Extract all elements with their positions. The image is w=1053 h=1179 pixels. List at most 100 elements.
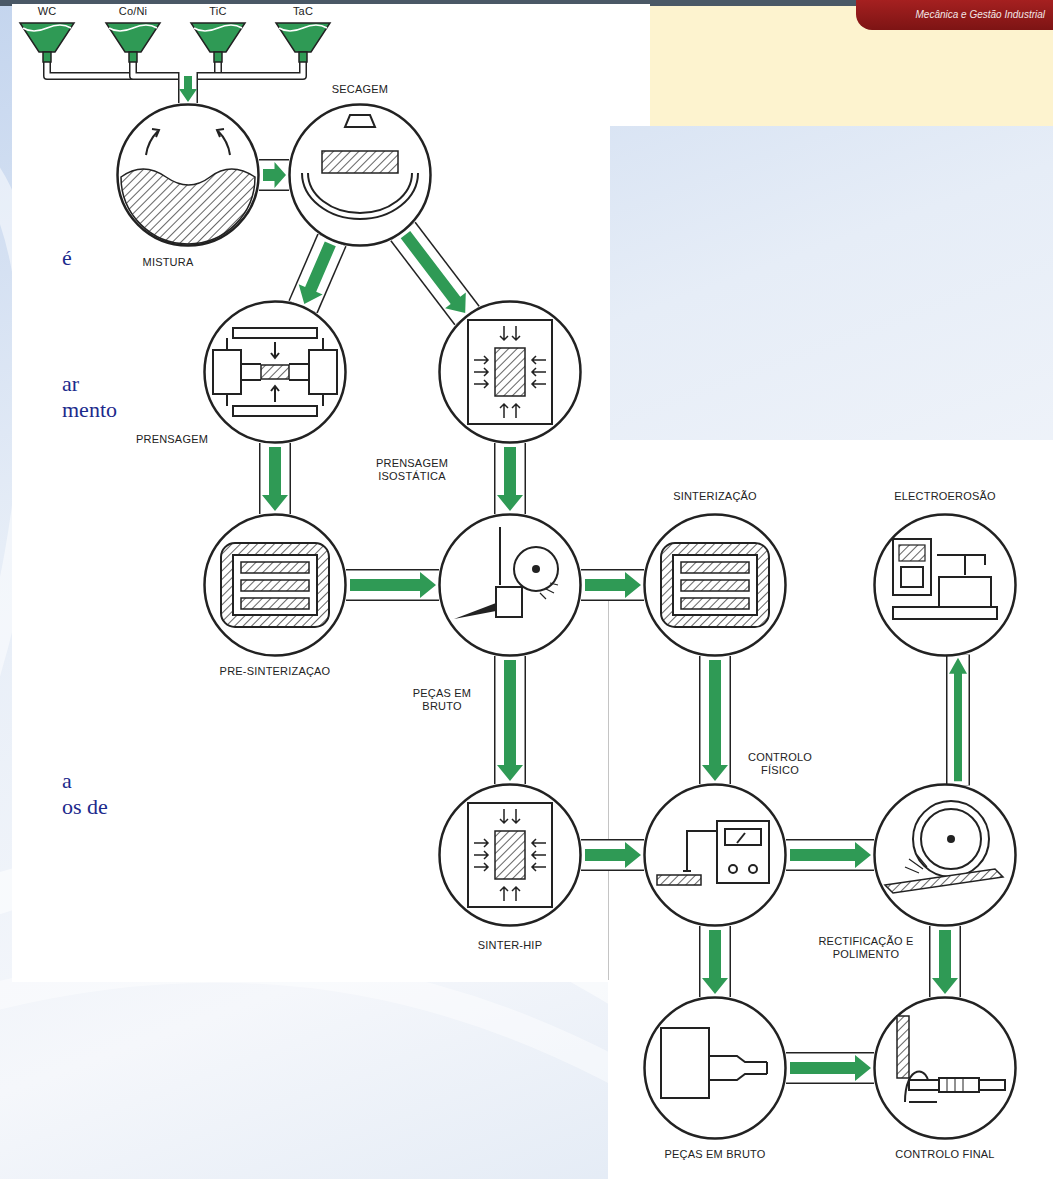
flow-connector [786, 842, 874, 868]
step-label: TaC [291, 5, 315, 18]
hopper-shape [275, 22, 331, 62]
process-circle: MISTURA [116, 103, 260, 247]
conveyor-band [261, 443, 290, 514]
conveyor-band [178, 72, 198, 103]
conveyor-band [259, 161, 289, 190]
circle-outline [203, 300, 347, 444]
conveyor-band [494, 443, 526, 514]
step-label: PRENSAGEM ISOSTÁTICA [369, 457, 455, 483]
flow-connector [299, 240, 336, 307]
flow-arrow [702, 660, 728, 781]
conveyor-band [581, 839, 644, 871]
flow-arrow [585, 572, 641, 598]
flow-arrow [702, 930, 728, 994]
conveyor-band [180, 72, 197, 103]
conveyor-band [180, 72, 197, 103]
panel-seam [608, 575, 609, 980]
step-label: RECTIFICAÇÃO E POLIMENTO [812, 935, 920, 961]
flow-connector [702, 926, 728, 997]
step-label: ELECTROEROSÃO [892, 490, 998, 503]
conveyor-band [581, 841, 644, 870]
flow-connector [259, 162, 289, 188]
process-circle: PEÇAS EM BRUTO [438, 513, 582, 657]
step-label: CONTROLO FÍSICO [746, 751, 814, 777]
slide-text-fragment: ar [62, 373, 79, 395]
step-label: CONTROLO FINAL [893, 1148, 996, 1161]
conveyor-band [581, 569, 644, 601]
circle-outline [438, 300, 582, 444]
conveyor-band [180, 72, 197, 103]
process-circle: PRENSAGEM [203, 300, 347, 444]
flow-connector [179, 62, 218, 103]
header-text: Mecânica e Gestão Industrial [915, 10, 1045, 20]
process-circle: CONTROLO FINAL [873, 996, 1017, 1140]
step-label: WC [36, 5, 59, 18]
circle-outline [438, 783, 582, 927]
step-label: SECAGEM [330, 83, 390, 96]
flow-arrow [262, 447, 288, 511]
flow-arrow [299, 242, 336, 305]
conveyor-band [346, 569, 439, 601]
process-circle: PRENSAGEM ISOSTÁTICA [438, 300, 582, 444]
step-label: PRENSAGEM [134, 433, 210, 446]
process-circle: SINTERIZAÇÃO [643, 513, 787, 657]
circle-outline [643, 513, 787, 657]
process-circle: SECAGEM [288, 103, 432, 247]
circle-outline [288, 103, 432, 247]
flow-connector [497, 443, 523, 514]
conveyor-band [178, 72, 198, 103]
flow-connector [346, 572, 439, 598]
flow-connector [702, 656, 728, 784]
circle-outline [873, 783, 1017, 927]
circle-outline [203, 513, 347, 657]
conveyor-band [346, 571, 439, 600]
flow-connector [262, 443, 288, 514]
flow-connector [932, 926, 958, 997]
process-circle: RECTIFICAÇÃO E POLIMENTO [873, 783, 1017, 927]
flow-connector [401, 231, 467, 316]
powder-hopper: WC [19, 22, 75, 62]
circle-outline [116, 103, 260, 247]
conveyor-band [178, 72, 198, 103]
flow-arrow [497, 447, 523, 511]
conveyor-band [786, 839, 874, 871]
conveyor-band [581, 571, 644, 600]
flow-arrow [350, 572, 436, 598]
process-circle: SINTER-HIP [438, 783, 582, 927]
slide-text-fragment: os de [62, 796, 108, 818]
conveyor-band [699, 926, 731, 997]
conveyor-band [259, 443, 291, 514]
hopper-shape [190, 22, 246, 62]
conveyor-band [701, 656, 730, 784]
slide-text-fragment: a [62, 770, 72, 792]
conveyor-band [494, 656, 526, 784]
step-label: SINTER-HIP [476, 939, 544, 952]
conveyor-band [496, 443, 525, 514]
conveyor-band [188, 62, 303, 76]
step-label: PEÇAS EM BRUTO [662, 1148, 767, 1161]
conveyor-band [178, 72, 198, 103]
hopper-shape [19, 22, 75, 62]
powder-hopper: TaC [275, 22, 331, 62]
flow-connector [949, 655, 967, 785]
circle-outline [438, 513, 582, 657]
flow-connector [133, 62, 197, 103]
process-circle: ELECTROEROSÃO [873, 513, 1017, 657]
conveyor-band [188, 62, 303, 76]
step-label: PRE-SINTERIZAÇAO [218, 665, 333, 678]
conveyor-band [946, 655, 970, 785]
flow-connector [497, 656, 523, 784]
slide-text-fragment: mento [62, 399, 117, 421]
conveyor-band [931, 926, 960, 997]
conveyor-band [180, 72, 197, 103]
step-label: SINTERIZAÇÃO [671, 490, 759, 503]
flow-connector [47, 62, 197, 103]
flow-arrow [585, 842, 641, 868]
flow-connector [581, 842, 644, 868]
conveyor-band [948, 655, 969, 785]
powder-hopper: Co/Ni [105, 22, 161, 62]
flow-arrow [401, 231, 466, 313]
conveyor-band [786, 1052, 874, 1084]
flow-arrow [790, 842, 871, 868]
